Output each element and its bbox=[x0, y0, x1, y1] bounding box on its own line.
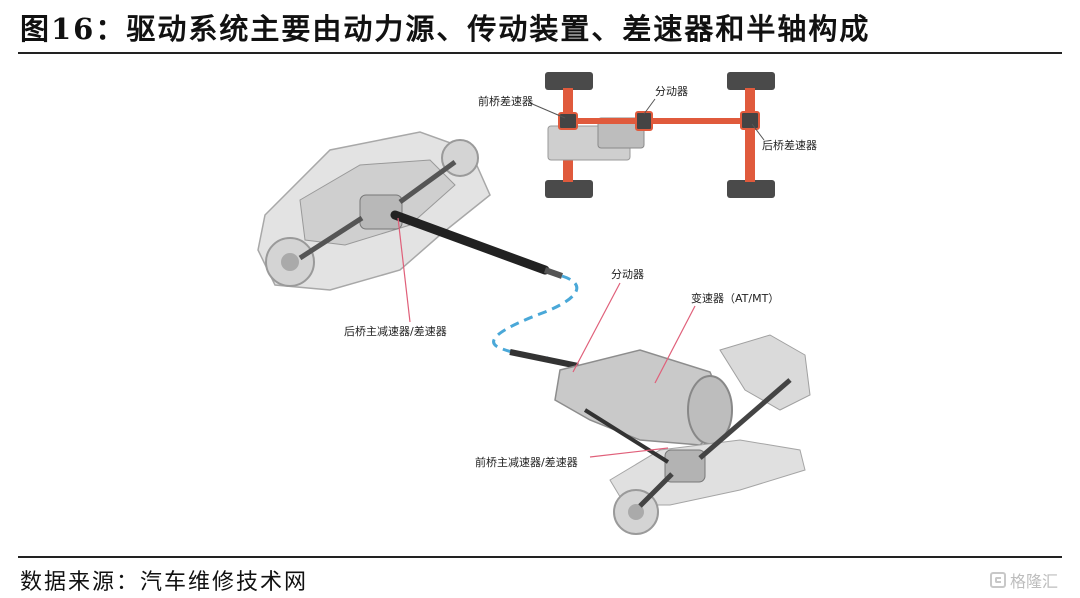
propshaft-front-section bbox=[509, 349, 579, 369]
label-rear-diff: 后桥差速器 bbox=[762, 138, 817, 152]
rear-axle bbox=[745, 88, 755, 182]
label-front-final-drive: 前桥主减速器/差速器 bbox=[475, 455, 578, 469]
propshaft-joint bbox=[544, 267, 563, 279]
rear-axle-assembly bbox=[257, 131, 491, 291]
front-halfshaft-right bbox=[698, 378, 792, 460]
leader-transmission bbox=[654, 305, 696, 384]
front-diff-box bbox=[558, 112, 578, 130]
front-propshaft bbox=[568, 118, 640, 124]
rear-diff-housing bbox=[359, 194, 403, 230]
wheel-rear-right bbox=[727, 180, 775, 198]
leader-rear-diff bbox=[751, 123, 765, 141]
front-hub-left-center bbox=[628, 504, 644, 520]
label-transfer-case-main: 分动器 bbox=[611, 268, 644, 281]
top-rule bbox=[18, 52, 1062, 54]
front-upper-knuckle bbox=[719, 334, 811, 411]
watermark: 格隆汇 bbox=[989, 568, 1058, 592]
rear-halfshaft-right bbox=[398, 159, 457, 205]
label-rear-final-drive: 后桥主减速器/差速器 bbox=[344, 324, 447, 338]
leader-transfer-case bbox=[643, 98, 656, 115]
wheel-front-left bbox=[545, 72, 593, 90]
label-front-diff: 前桥差速器 bbox=[478, 94, 533, 108]
rear-diff-box bbox=[740, 111, 760, 130]
transfer-case-box bbox=[635, 111, 653, 131]
leader-front-final-drive bbox=[589, 447, 669, 458]
front-powertrain-assembly bbox=[554, 334, 811, 535]
wheel-rear-left bbox=[727, 72, 775, 90]
source-note: 数据来源：汽车维修技术网 bbox=[20, 570, 309, 595]
rear-hub-left-center bbox=[281, 253, 299, 271]
leader-rear-final-drive bbox=[397, 217, 411, 323]
rear-propshaft bbox=[640, 118, 750, 124]
front-halfshaft-left bbox=[638, 472, 674, 508]
leader-transfer-case-main bbox=[572, 282, 621, 373]
watermark-text: 格隆汇 bbox=[1009, 572, 1058, 591]
figure-title: 图16：驱动系统主要由动力源、传动装置、差速器和半轴构成 bbox=[20, 12, 871, 46]
label-transfer-case-top: 分动器 bbox=[655, 85, 688, 98]
front-output-shaft bbox=[583, 408, 670, 464]
label-transmission: 变速器（AT/MT） bbox=[691, 291, 779, 305]
bottom-rule bbox=[18, 556, 1062, 558]
rear-halfshaft-left bbox=[298, 215, 364, 261]
propshaft-rear-section bbox=[390, 210, 550, 275]
schematic-layout: 前桥差速器 分动器 后桥差速器 bbox=[478, 72, 817, 198]
leader-front-diff bbox=[529, 102, 566, 119]
watermark-logo-icon bbox=[989, 572, 1006, 588]
propshaft-dashed bbox=[492, 274, 579, 360]
front-diff-housing bbox=[664, 449, 706, 483]
wheel-front-right bbox=[545, 180, 593, 198]
